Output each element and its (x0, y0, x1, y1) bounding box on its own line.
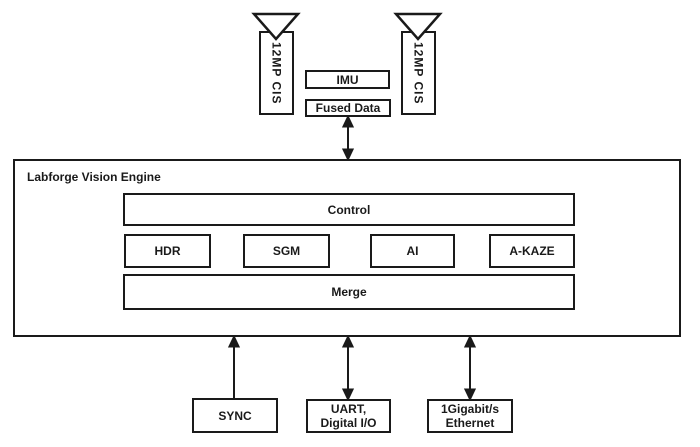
camera-left-label: 12MP CIS (269, 41, 284, 105)
camera-right-body: 12MP CIS (401, 31, 436, 115)
module-box-akaze: A-KAZE (489, 234, 575, 268)
arrow-sync-engine (227, 334, 241, 398)
camera-right-label: 12MP CIS (411, 41, 426, 105)
uart-label-line1: UART, (330, 402, 367, 416)
gigabit-ethernet-box: 1Gigabit/s Ethernet (427, 399, 513, 433)
merge-box: Merge (123, 274, 575, 310)
ethernet-label-line2: Ethernet (445, 416, 495, 430)
uart-digital-io-box: UART, Digital I/O (306, 399, 391, 433)
vision-engine-title: Labforge Vision Engine (27, 170, 161, 184)
camera-right-lens-icon (393, 12, 443, 41)
sync-label: SYNC (218, 408, 252, 423)
module-label-sgm: SGM (272, 244, 301, 258)
module-label-hdr: HDR (154, 244, 181, 258)
control-box: Control (123, 193, 575, 226)
fused-data-box: Fused Data (305, 99, 391, 117)
arrow-uart-engine (341, 334, 355, 402)
merge-label: Merge (331, 285, 367, 299)
module-label-ai: AI (406, 244, 419, 258)
module-box-ai: AI (370, 234, 455, 268)
camera-left-body: 12MP CIS (259, 31, 294, 115)
imu-label: IMU (336, 72, 359, 87)
fused-data-label: Fused Data (315, 101, 381, 115)
control-label: Control (327, 202, 371, 217)
ethernet-label-line1: 1Gigabit/s (440, 402, 499, 416)
vision-engine-box: Labforge Vision Engine (13, 159, 681, 337)
module-box-sgm: SGM (243, 234, 330, 268)
sync-box: SYNC (192, 398, 278, 433)
arrow-ethernet-engine (463, 334, 477, 402)
module-box-hdr: HDR (124, 234, 211, 268)
uart-label-line2: Digital I/O (320, 416, 377, 430)
module-label-akaze: A-KAZE (509, 244, 555, 258)
camera-left-lens-icon (251, 12, 301, 41)
arrow-fused-data-engine (341, 114, 355, 162)
imu-box: IMU (305, 70, 390, 89)
